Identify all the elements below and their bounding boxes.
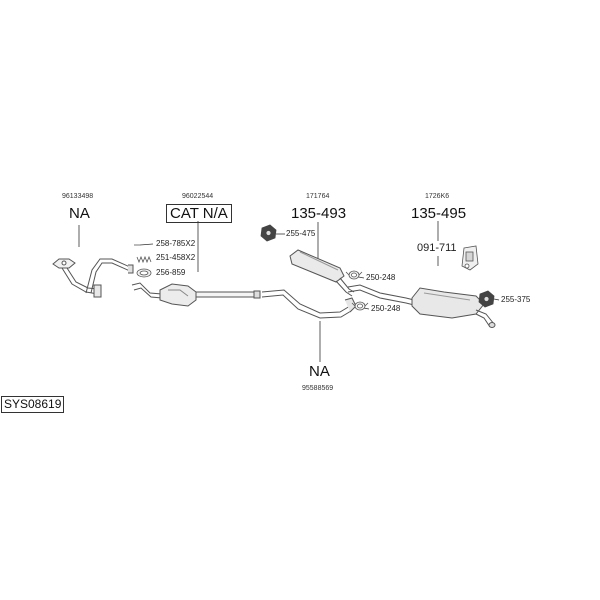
leader-lines	[78, 221, 500, 362]
part-label-clamp-lower: 250-248	[371, 304, 401, 313]
clamps	[345, 270, 369, 311]
group-ref-rear-silencer: 1726K6	[425, 193, 450, 200]
part-label-hanger-left: 255-475	[286, 229, 316, 238]
group-ref-catalyst: 96022544	[182, 193, 214, 200]
part-label-rear-mount: 091-711	[417, 242, 457, 254]
part-label-gasket: 256-859	[156, 268, 186, 277]
group-label-middle-pipe: NA	[309, 363, 330, 380]
part-label-spring: 258-785X2	[156, 239, 196, 248]
catalyst-fittings	[134, 244, 152, 278]
part-label-hanger-right: 255-375	[501, 295, 531, 304]
part-label-clamp-upper: 250-248	[366, 273, 396, 282]
hanger-left	[260, 224, 277, 242]
catalyst	[131, 282, 261, 307]
rear-silencer	[347, 284, 496, 328]
system-id-label: SYS08619	[1, 396, 65, 413]
center-silencer	[289, 249, 355, 297]
leader-spring	[139, 243, 154, 246]
group-ref-center-silencer: 171764	[306, 193, 330, 200]
part-label-bolt: 251-458X2	[156, 253, 196, 262]
hanger-right	[478, 290, 495, 308]
group-label-rear-silencer: 135-495	[411, 205, 467, 222]
group-label-catalyst: CAT N/A	[166, 204, 232, 223]
rear-mount-bracket	[461, 245, 479, 271]
front-pipe	[52, 258, 134, 298]
group-ref-middle-pipe: 95588569	[302, 385, 334, 392]
middle-pipe	[261, 289, 357, 319]
group-label-center-silencer: 135-493	[291, 205, 347, 222]
leader-hanger-right	[493, 298, 500, 301]
group-ref-front-pipe: 96133498	[62, 193, 94, 200]
group-label-front-pipe: NA	[69, 205, 90, 222]
